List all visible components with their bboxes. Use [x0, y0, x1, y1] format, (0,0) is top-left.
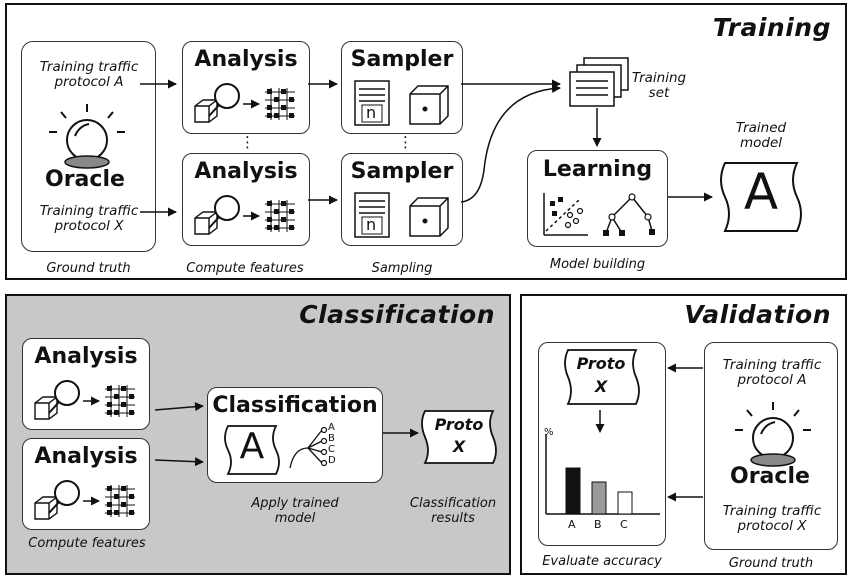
analysis-title: Analysis — [194, 47, 298, 72]
decision-tree-icon — [603, 193, 655, 236]
training-title: Training — [712, 13, 831, 42]
analysis-title: Analysis — [34, 444, 138, 469]
analysis-box-top: Analysis — [182, 41, 310, 134]
class-label-b: B — [328, 433, 335, 444]
bar-label-a: A — [568, 518, 576, 531]
proto-label: Proto X — [576, 354, 626, 396]
document-icon — [354, 192, 390, 238]
training-set-icon — [569, 57, 629, 107]
caption-classification-results: Classification results — [409, 496, 497, 526]
document-icon — [354, 80, 390, 126]
classification-panel: Classification Analysis Analysis Compute… — [5, 294, 511, 575]
analysis-title: Analysis — [194, 159, 298, 184]
traffic-a-label-validation: Training traffic protocol A — [722, 357, 822, 388]
arrow-analysis-classification-top — [154, 402, 204, 412]
validation-panel: Validation Proto X % A B C Evaluate accu… — [520, 294, 847, 575]
model-letter-small: A — [239, 426, 265, 467]
y-axis-unit: % — [544, 427, 554, 438]
caption-sampling: Sampling — [371, 261, 433, 276]
crystal-ball-icon — [735, 402, 811, 467]
trained-model-shape — [720, 162, 802, 232]
proto-shape — [564, 349, 640, 405]
bar-label-b: B — [594, 518, 602, 531]
traffic-x-label-validation: Training traffic protocol X — [722, 503, 822, 534]
caption-evaluate-accuracy: Evaluate accuracy — [542, 554, 662, 569]
sample-size-letter: n — [366, 103, 377, 122]
caption-ground-truth-validation: Ground truth — [728, 556, 814, 571]
class-label-a: A — [328, 422, 335, 433]
ellipsis-analysis: ⋮ — [240, 133, 255, 151]
arrow-sampler-trainingset-bottom — [460, 83, 561, 203]
caption-apply-model: Apply trained model — [251, 496, 339, 526]
analysis-box-class-bottom: Analysis — [22, 438, 150, 530]
result-shape — [421, 410, 497, 464]
ellipsis-sampler: ⋮ — [398, 133, 413, 151]
learning-box: Learning — [527, 150, 668, 247]
learning-title: Learning — [542, 157, 653, 182]
training-set-label: Training set — [631, 70, 687, 101]
oracle-label: Oracle — [45, 167, 125, 192]
bar-c — [617, 491, 633, 515]
oracle-label-validation: Oracle — [730, 464, 810, 489]
scatter-plot-icon — [543, 193, 588, 236]
result-label: Proto X — [434, 415, 484, 456]
sampler-box-top: Sampler n — [341, 41, 463, 134]
validation-title: Validation — [684, 300, 831, 329]
sampler-title: Sampler — [350, 159, 454, 184]
bar-b — [591, 481, 607, 515]
analysis-box-class-top: Analysis — [22, 338, 150, 430]
classification-title: Classification — [299, 300, 495, 329]
class-fanout-icon — [289, 426, 328, 469]
accuracy-bar-chart — [545, 434, 660, 515]
class-label-c: C — [328, 444, 335, 455]
crystal-ball-icon — [49, 104, 125, 169]
classification-box: Classification A A B C D — [207, 387, 383, 483]
trained-model-letter: A — [743, 163, 779, 221]
caption-model-building: Model building — [549, 257, 646, 272]
trained-model-label: Trained model — [735, 120, 787, 151]
sampler-title: Sampler — [350, 47, 454, 72]
arrow-analysis-classification-bottom — [154, 457, 204, 467]
bar-label-c: C — [620, 518, 628, 531]
sampler-box-bottom: Sampler n — [341, 153, 463, 246]
model-shape-small — [224, 425, 280, 475]
class-label-d: D — [328, 455, 336, 466]
bar-a — [565, 467, 581, 515]
sample-size-letter: n — [366, 215, 377, 234]
training-panel: Training Training traffic protocol A Ora… — [5, 3, 847, 280]
traffic-x-label: Training traffic protocol X — [39, 203, 139, 234]
caption-ground-truth: Ground truth — [46, 261, 131, 276]
traffic-a-label: Training traffic protocol A — [39, 59, 139, 90]
caption-compute-features: Compute features — [186, 261, 304, 276]
caption-compute-features-class: Compute features — [28, 536, 146, 551]
classification-box-title: Classification — [212, 393, 378, 418]
analysis-title: Analysis — [34, 344, 138, 369]
